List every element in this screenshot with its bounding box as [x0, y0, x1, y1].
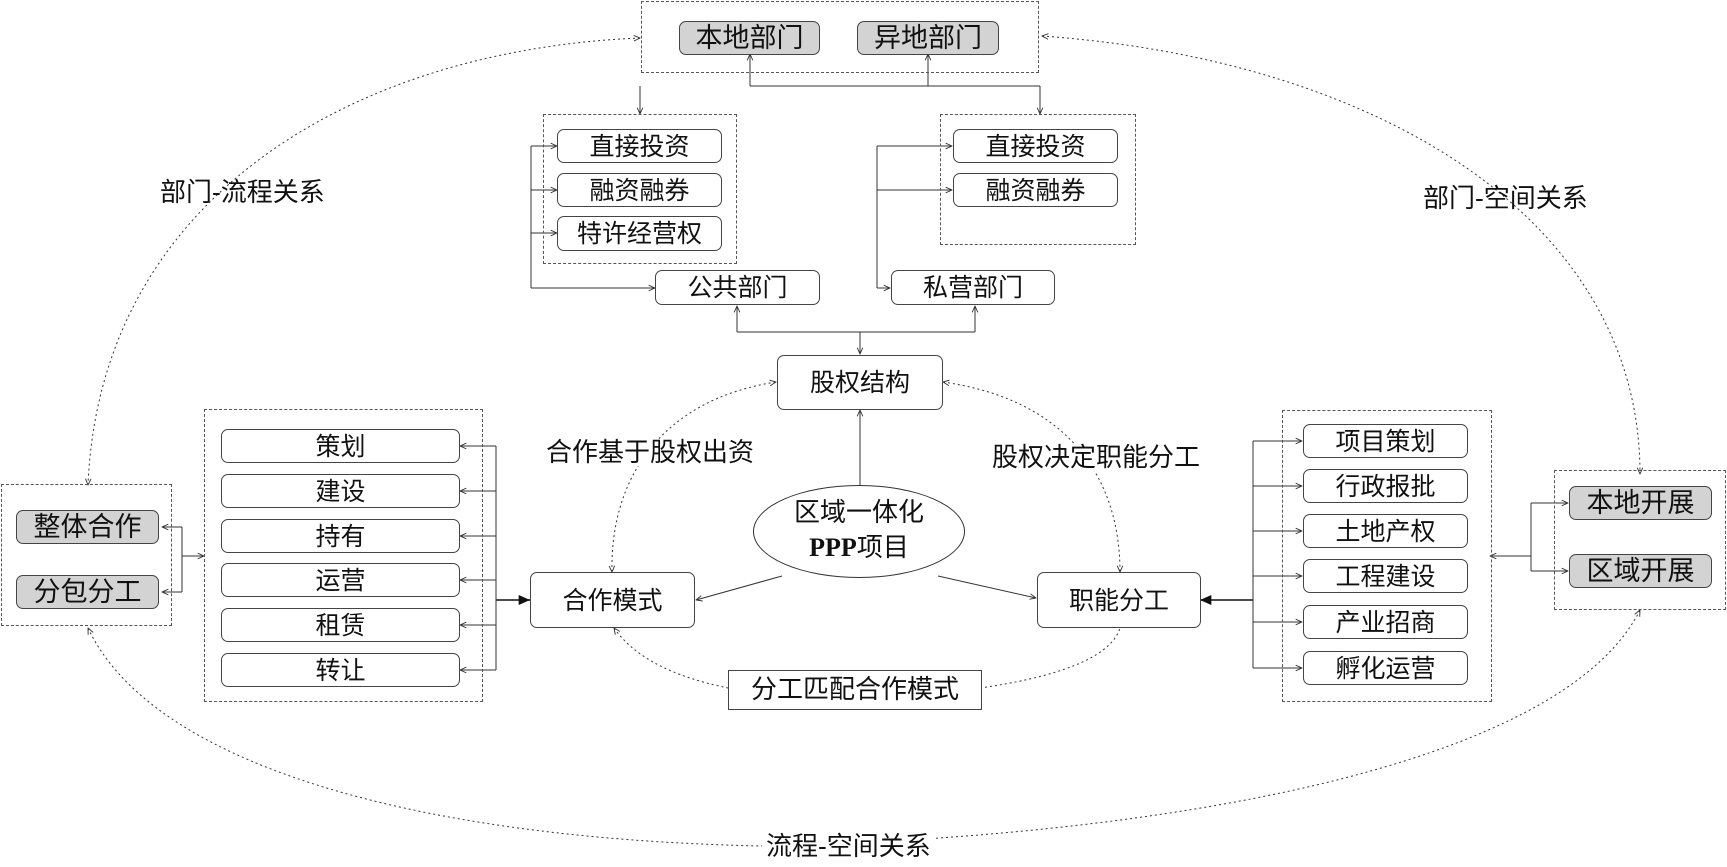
coop-task-item: 建设	[221, 474, 460, 508]
equity-structure-box: 股权结构	[777, 355, 943, 410]
region-item: 本地开展	[1569, 486, 1712, 520]
center-line1: 区域一体化	[793, 498, 924, 529]
remote-department-box: 异地部门	[857, 21, 999, 55]
coop-equity-curve	[612, 382, 776, 572]
func-task-item: 孵化运营	[1303, 651, 1468, 685]
coop-task-item: 策划	[221, 429, 460, 463]
func-task-item: 工程建设	[1303, 559, 1468, 593]
center-line2-rest: 项目	[856, 533, 909, 563]
region-item: 区域开展	[1569, 554, 1712, 588]
public-department-box: 公共部门	[655, 270, 820, 305]
coop-equity-relation-label: 合作基于股权出资	[546, 438, 755, 468]
dept-space-curve	[1042, 36, 1640, 474]
equity-division-curve	[943, 382, 1120, 572]
private-funding-item: 直接投资	[953, 129, 1118, 163]
public-funding-item: 直接投资	[557, 129, 722, 163]
func-task-group	[1282, 410, 1492, 702]
coop-task-item: 运营	[221, 563, 460, 597]
public-funding-item: 融资融券	[557, 173, 722, 207]
equity-division-relation-label: 股权决定职能分工	[992, 443, 1201, 473]
dept-process-relation-label: 部门-流程关系	[160, 178, 325, 208]
coop-task-group	[204, 409, 483, 702]
process-space-relation-label: 流程-空间关系	[762, 834, 935, 860]
center-ppp-ellipse: 区域一体化 PPP项目	[753, 485, 965, 578]
division-match-relation-label: 分工匹配合作模式	[728, 670, 982, 710]
coop-type-item: 分包分工	[16, 575, 159, 609]
division-match-curve-left	[614, 628, 729, 689]
local-department-box: 本地部门	[679, 21, 820, 55]
top-department-group	[641, 1, 1039, 73]
dept-space-relation-label: 部门-空间关系	[1423, 184, 1588, 214]
coop-task-item: 转让	[221, 653, 460, 687]
cooperation-mode-box: 合作模式	[530, 572, 695, 628]
func-task-item: 产业招商	[1303, 605, 1468, 639]
coop-type-item: 整体合作	[16, 510, 159, 544]
private-department-box: 私营部门	[891, 270, 1055, 305]
center-line2: PPP项目	[809, 531, 909, 566]
coop-task-item: 租赁	[221, 608, 460, 642]
public-funding-item: 特许经营权	[557, 216, 722, 251]
coop-task-item: 持有	[221, 519, 460, 553]
func-task-item: 土地产权	[1303, 514, 1468, 548]
center-ppp-bold: PPP	[809, 533, 857, 562]
func-task-item: 项目策划	[1303, 424, 1468, 458]
region-group	[1554, 470, 1726, 610]
private-funding-item: 融资融券	[953, 173, 1118, 207]
private-funding-group	[940, 114, 1136, 245]
coop-type-group	[1, 484, 172, 626]
func-task-item: 行政报批	[1303, 469, 1468, 503]
public-funding-group	[543, 114, 737, 264]
division-match-curve-right	[979, 627, 1121, 689]
function-division-box: 职能分工	[1037, 572, 1201, 628]
